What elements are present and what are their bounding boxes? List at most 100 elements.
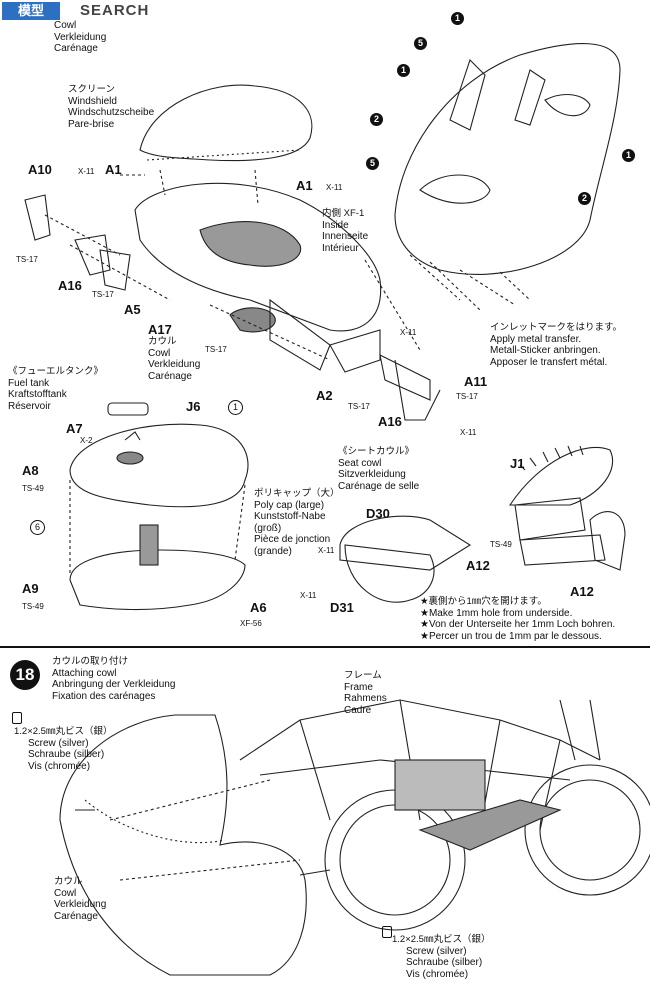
part-d31: D31 (330, 600, 354, 615)
metal-transfer-en: Apply metal transfer. (490, 333, 582, 345)
code-ts17-b: TS-17 (92, 290, 114, 299)
windshield-fr: Pare-brise (68, 118, 115, 130)
screw-right-de: Schraube (silber) (406, 957, 483, 968)
step-number: 18 (10, 660, 40, 690)
metal-transfer-fr: Apposer le transfert métal. (490, 356, 608, 368)
inside-label: 内側 XF-1 Inside Innenseite Intérieur (322, 208, 368, 254)
cowl18-jp: カウル (54, 876, 83, 887)
metal-transfer-note: インレットマークをはります。 Apply metal transfer. Met… (490, 322, 622, 368)
inside-fr: Intérieur (322, 242, 359, 254)
screw-icon-right (382, 926, 392, 938)
frame-fr: Cadre (344, 704, 372, 716)
seat-cowl-en: Seat cowl (338, 457, 382, 469)
cowl18-fr: Carénage (54, 910, 98, 922)
step18-jp: カウルの取り付け (52, 656, 129, 667)
marker-2-b: 2 (578, 192, 591, 205)
seat-cowl-label: 《シートカウル》 Seat cowl Sitzverkleidung Carén… (338, 446, 419, 492)
code-ts17-c: TS-17 (205, 345, 227, 354)
inside-en: Inside (322, 219, 349, 231)
fuel-tank-label: 《フューエルタンク》 Fuel tank Kraftstofftank Rése… (8, 366, 103, 412)
step18-title: カウルの取り付け Attaching cowl Anbringung der V… (52, 656, 175, 702)
seat-cowl-shape (339, 515, 472, 571)
poly-cap-de2: (groß) (254, 522, 282, 534)
code-ts49-b: TS-49 (22, 602, 44, 611)
part-a8: A8 (22, 463, 39, 478)
part-j6: J6 (186, 399, 201, 414)
part-a9: A9 (22, 581, 39, 596)
a17-label: カウル Cowl Verkleidung Carénage (148, 336, 200, 382)
cowl18-label: カウル Cowl Verkleidung Carénage (54, 876, 106, 922)
screw-icon-left (12, 712, 22, 724)
windshield-shape (139, 84, 313, 162)
poly-cap-fr: Pièce de jonction (254, 534, 331, 545)
cowl18-de: Verkleidung (54, 899, 107, 910)
marker-1-c: 1 (622, 149, 635, 162)
seat-cowl-jp: 《シートカウル》 (338, 446, 415, 457)
code-ts17-a: TS-17 (16, 255, 38, 264)
cowl-heading: Cowl Verkleidung Carénage (54, 20, 106, 55)
hole-note-de: ★Von der Unterseite her 1mm Loch bohren. (420, 619, 616, 630)
part-a1-right: A1 (296, 178, 313, 193)
fuel-tank-jp: 《フューエルタンク》 (8, 366, 104, 377)
fuel-tank-fr: Réservoir (8, 400, 51, 412)
seat-j1-shape (508, 446, 614, 506)
part-a12-right: A12 (570, 584, 594, 599)
windshield-en: Windshield (68, 95, 117, 107)
watermark: 模型 SEARCH (0, 0, 160, 22)
part-a16-left: A16 (58, 278, 82, 293)
a17-en: Cowl (148, 347, 171, 359)
a17-fr: Carénage (148, 370, 192, 382)
code-x11-c: X-11 (400, 328, 417, 337)
marker-2-a: 2 (370, 113, 383, 126)
code-x11-a: X-11 (78, 167, 95, 176)
hole-note-jp: ★裏側から1㎜穴を開けます。 (420, 596, 547, 607)
watermark-text: SEARCH (80, 2, 150, 19)
screw-left-en: Screw (silver) (28, 737, 89, 749)
part-a5: A5 (124, 302, 141, 317)
step18-en: Attaching cowl (52, 667, 117, 679)
part-a16-right: A16 (378, 414, 402, 429)
fuel-tank-shape (69, 423, 249, 508)
a17-jp: カウル (148, 336, 177, 347)
hole-note-en: ★Make 1mm hole from underside. (420, 607, 573, 619)
code-ts49-c: TS-49 (490, 540, 512, 549)
marker-5-b: 5 (366, 157, 379, 170)
inside-de: Innenseite (322, 231, 369, 242)
hole-note: ★裏側から1㎜穴を開けます。 ★Make 1mm hole from under… (420, 596, 615, 642)
cowl-heading-fr: Carénage (54, 43, 98, 54)
frame-en: Frame (344, 681, 373, 693)
code-x11-d: X-11 (460, 428, 477, 437)
watermark-logo-icon: 模型 (2, 2, 60, 20)
marker-1-a: 1 (451, 12, 464, 25)
code-ts49-a: TS-49 (22, 484, 44, 493)
hole-note-fr: ★Percer un trou de 1mm par le dessous. (420, 630, 602, 642)
code-ts17-e: TS-17 (456, 392, 478, 401)
cowl-shape-right (394, 43, 621, 275)
screw-label-left: 1.2×2.5㎜丸ビス（銀） Screw (silver) Schraube (… (14, 726, 112, 772)
part-a1-left: A1 (105, 162, 122, 177)
part-a17: A17 (148, 322, 172, 337)
fuel-tank-en: Fuel tank (8, 377, 50, 389)
part-a10: A10 (28, 162, 52, 177)
metal-transfer-de: Metall-Sticker anbringen. (490, 345, 601, 356)
part-a2: A2 (316, 388, 333, 403)
part-a7: A7 (66, 421, 83, 436)
windshield-label: スクリーン Windshield Windschutzscheibe Pare-… (68, 84, 154, 130)
seat-cowl-de: Sitzverkleidung (338, 469, 406, 480)
code-xf56: XF-56 (240, 619, 262, 628)
section-divider (0, 646, 650, 648)
inside-jp: 内側 XF-1 (322, 208, 365, 219)
frame-de: Rahmens (344, 693, 387, 704)
marker-1-b: 1 (397, 64, 410, 77)
poly-cap-fr2: (grande) (254, 545, 292, 557)
cowl-heading-en: Cowl (54, 20, 77, 31)
poly-cap-jp: ポリキャップ（大） (254, 488, 340, 499)
code-x11-b: X-11 (326, 183, 343, 192)
screw-right-en: Screw (silver) (406, 945, 467, 957)
marker-6: 6 (30, 520, 45, 535)
code-x11-e: X-11 (318, 546, 335, 555)
poly-cap-label: ポリキャップ（大） Poly cap (large) Kunststoff-Na… (254, 488, 340, 557)
a17-de: Verkleidung (148, 359, 201, 370)
part-d30: D30 (366, 506, 390, 521)
marker-5-a: 5 (414, 37, 427, 50)
